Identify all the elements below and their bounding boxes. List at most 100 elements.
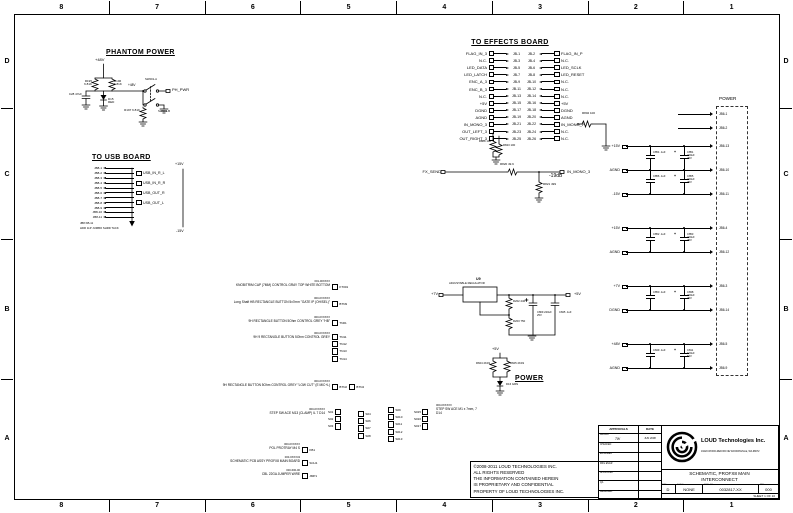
usb-pin-row: JB8-2 USB_IN_R_L	[80, 171, 165, 176]
cap-c845-label: C845 .1uF	[559, 311, 572, 314]
terminal-icon	[488, 107, 494, 113]
zone-number: 2	[589, 1, 685, 14]
cap-plate	[646, 181, 655, 183]
terminal-icon	[554, 51, 560, 56]
arrow-right-icon	[506, 116, 509, 119]
arrow-right-icon	[710, 342, 713, 346]
part-number: 001-00XXXX	[314, 280, 330, 283]
cap-lead	[684, 170, 685, 179]
approval-row: APPROVED	[599, 471, 661, 482]
part-desc: 9H 9 RECTANGLE BUTTON 5Ohm CONTROL GREY	[253, 334, 330, 339]
checkbox-item: TN01	[332, 320, 347, 327]
rail-label: +7V	[613, 283, 621, 288]
pin-number: JB-19	[511, 115, 522, 120]
cap-lead	[650, 228, 651, 237]
cap-label: C811 100uF 63V	[687, 349, 695, 359]
effects-pin-row: LED_DATA JB-5 JB-6 LED_SCLK	[443, 64, 607, 71]
checkbox-label: S017	[414, 424, 422, 429]
pin-number: JB-22	[526, 122, 537, 127]
rail-label: +15V	[611, 143, 621, 148]
usb-pin-row: JB8-7	[80, 195, 165, 200]
checkbox	[302, 447, 309, 454]
net-label-5v-led: +5V	[492, 347, 499, 351]
checkbox-item: BTN2	[332, 384, 347, 391]
wire	[626, 286, 710, 287]
resistor-r809-label: R809 100	[478, 139, 491, 143]
cap-plate	[680, 355, 689, 357]
cap-lead	[684, 158, 685, 170]
pin-number: JB-8	[527, 72, 536, 77]
cap-plate	[646, 295, 655, 296]
resistor-r821-label: R821 499	[543, 182, 557, 186]
arrow-right-icon	[506, 123, 509, 126]
checkbox-item: S01	[328, 409, 341, 416]
zone-letter: B	[1, 240, 13, 380]
junction-dot	[683, 285, 685, 287]
part-desc: STEP SW ACE M13 (CLAMP) IL 7 D14	[269, 410, 325, 415]
cap-lead	[684, 240, 685, 252]
checkbox-label: KB1	[309, 448, 316, 453]
rev-header: REV.	[760, 484, 765, 487]
part-number: 000-0XXX43	[284, 456, 300, 459]
usb-pin-row: JB8-11	[80, 215, 165, 220]
checkbox-label: S013	[395, 436, 403, 441]
junction-dot	[649, 227, 651, 229]
cap-label: C854 .1uF	[653, 151, 666, 154]
arrow-right-icon	[506, 130, 509, 133]
checkbox-label: S012	[395, 429, 403, 434]
net-label-left: LED_LATCH	[464, 72, 487, 78]
checkbox-item: S09	[388, 407, 402, 414]
net-label-7v: +7V	[431, 292, 438, 296]
usb-board-title: TO USB BOARD	[92, 154, 151, 161]
checkbox-label: TN14	[339, 356, 347, 361]
bom-row: 000-0XXX43 SCHEMATIC PCB ASSY PROFX8 MAI…	[120, 456, 317, 467]
switch-b-label: SW201-B	[158, 109, 170, 113]
wire	[494, 67, 506, 69]
zone-number: 8	[14, 499, 110, 512]
resistor-r605-label: R605 2K49	[510, 361, 524, 365]
part-desc: SCHEMATIC PCB ASSY PROFX8 MAIN BOARD	[230, 458, 300, 463]
net-label-left: ENC_B_3	[469, 86, 487, 92]
wire	[106, 177, 134, 179]
approval-row: CHECKED	[599, 443, 661, 453]
drawing-title: SCHEMATIC, PROFX8 MAIN INTERCONNECT	[661, 469, 778, 485]
junction-dot	[683, 169, 685, 171]
rail-label: +48V	[611, 341, 621, 346]
wire	[542, 102, 554, 104]
rail-label: AGND	[609, 365, 620, 370]
arrow-left-icon	[539, 66, 542, 69]
led-d15-label: D15 RED	[108, 97, 115, 105]
plus-sign: +	[674, 348, 677, 352]
plus-sign: +	[674, 290, 677, 294]
usb-pin-label: JB8-9	[94, 205, 102, 210]
cap-label: C849 .1uF	[653, 349, 666, 352]
cap-lead	[650, 356, 651, 368]
checkbox	[332, 384, 339, 391]
junction-dot	[649, 343, 651, 345]
part-number: 000-600-00	[286, 469, 300, 472]
terminal-icon	[554, 86, 560, 92]
wire	[542, 123, 554, 125]
wire	[626, 252, 710, 253]
arrow-left-icon	[103, 206, 106, 209]
loud-logo-icon	[666, 431, 699, 463]
wire	[542, 95, 554, 97]
pin-number: JB-5	[512, 65, 521, 70]
net-label-48v: +48V	[95, 57, 105, 62]
zone-number: 6	[206, 1, 302, 14]
gain-annotation: -19dB	[549, 173, 563, 179]
net-label-ph-pwr: PH_PWR	[172, 87, 190, 92]
cap-plate	[646, 297, 655, 299]
checkbox-item: S06	[358, 418, 371, 425]
zone-letter: A	[783, 435, 789, 443]
zone-number: 8	[14, 1, 110, 14]
checkbox-label: JMP1	[309, 474, 318, 479]
net-label-in-mono: IN_MONO_3	[567, 168, 591, 174]
effects-pin-row: FLAG_IN_3 JB-1 JB-2 FLAG_IN_P	[443, 50, 607, 57]
size-header: SIZE	[662, 484, 667, 487]
checkbox	[388, 435, 395, 442]
part-number: 000-0XXXXX	[309, 408, 325, 411]
wire	[494, 95, 506, 97]
